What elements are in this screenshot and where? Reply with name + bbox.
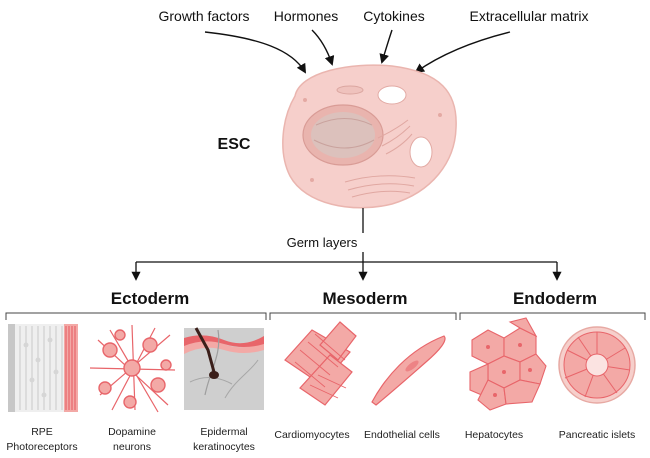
hepatocytes-illustration (469, 317, 547, 411)
arrow-extracellular-matrix (414, 31, 511, 74)
arrow-growth-factors (204, 31, 306, 74)
factor-extracellular-matrix: Extracellular matrix (469, 8, 588, 24)
mesoderm-label: Mesoderm (322, 289, 407, 308)
cardiomyocytes-label: Cardiomyocytes (274, 429, 349, 441)
dopamine-neurons-illustration (89, 324, 176, 413)
rpe-label: RPE (31, 426, 53, 438)
ectoderm-label: Ectoderm (111, 289, 189, 308)
endoderm-label: Endoderm (513, 289, 597, 308)
arrow-hormones (311, 29, 335, 66)
germ-layers-label: Germ layers (287, 235, 358, 250)
epidermal-keratinocytes-illustration (184, 327, 264, 410)
endothelial-label: Endothelial cells (364, 429, 440, 441)
endoderm-bracket (459, 312, 646, 320)
pancreatic-islets-illustration (558, 326, 636, 404)
keratinocytes-label: keratinocytes (193, 441, 255, 453)
rpe-photoreceptors-illustration (8, 324, 78, 412)
cardiomyocytes-illustration (284, 321, 357, 406)
endothelial-cells-illustration (371, 335, 446, 406)
epidermal-label: Epidermal (200, 426, 247, 438)
mesoderm-bracket (269, 312, 457, 320)
esc-label: ESC (218, 136, 251, 153)
arrow-cytokines (379, 29, 393, 64)
hepatocytes-label: Hepatocytes (465, 429, 523, 441)
dopamine-label: Dopamine (108, 426, 156, 438)
factor-growth-factors: Growth factors (158, 8, 249, 24)
neurons-label: neurons (113, 441, 151, 453)
photoreceptors-label: Photoreceptors (6, 441, 77, 453)
pancreatic-islets-label: Pancreatic islets (559, 429, 635, 441)
esc-cell-illustration (282, 64, 457, 209)
factor-cytokines: Cytokines (363, 8, 424, 24)
ectoderm-bracket (5, 312, 267, 320)
factor-hormones: Hormones (274, 8, 339, 24)
